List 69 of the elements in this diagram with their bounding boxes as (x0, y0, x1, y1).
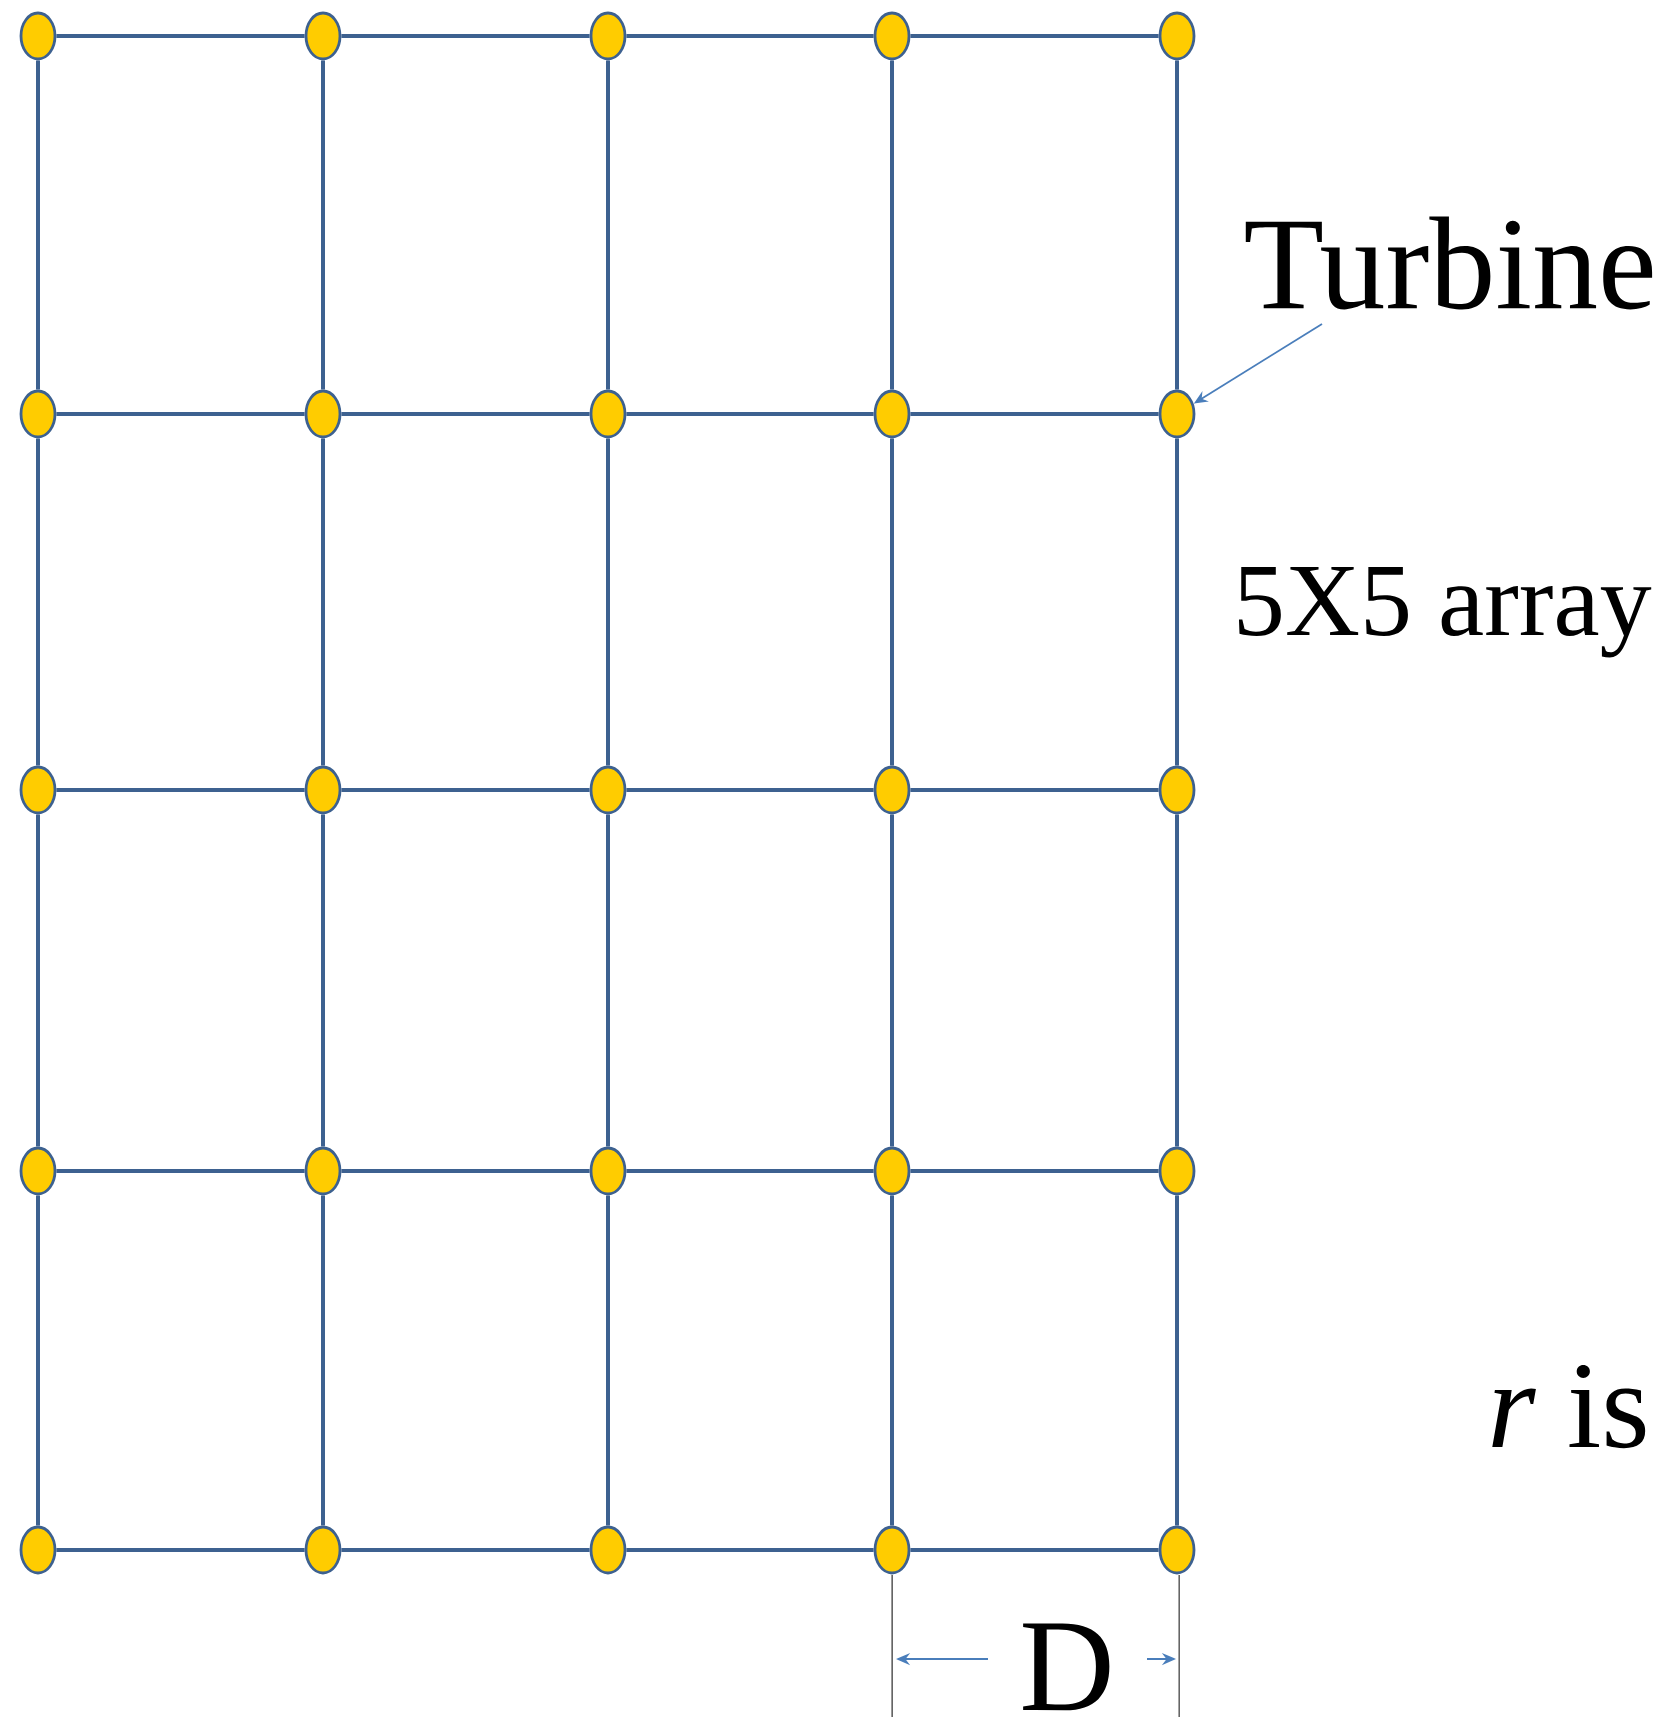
turbine-marker (19, 1146, 57, 1196)
turbine-marker (873, 1525, 911, 1575)
turbine-marker (19, 389, 57, 439)
turbine-marker (1158, 1146, 1196, 1196)
grid-line (626, 788, 874, 792)
grid-line (890, 814, 894, 1147)
grid-line (341, 1169, 590, 1173)
grid-line (890, 1195, 894, 1526)
turbine-marker (304, 1525, 342, 1575)
dimension-label: D (1023, 1623, 1110, 1711)
grid-line (606, 438, 610, 766)
turbine-marker (304, 389, 342, 439)
grid-line (626, 1169, 874, 1173)
turbine-marker (1158, 1525, 1196, 1575)
turbine-marker (304, 1146, 342, 1196)
grid-line (1175, 1195, 1179, 1526)
grid-line (606, 814, 610, 1147)
turbine-marker (19, 11, 57, 61)
grid-line (910, 788, 1159, 792)
grid-line (321, 60, 325, 390)
turbine-marker (1158, 389, 1196, 439)
grid-line (36, 814, 40, 1147)
grid-line (341, 788, 590, 792)
grid-line (56, 34, 305, 38)
grid-line (910, 1548, 1159, 1552)
grid-line (890, 438, 894, 766)
grid-line (626, 1548, 874, 1552)
grid-line (56, 412, 305, 416)
turbine-marker (873, 765, 911, 815)
grid-line (910, 412, 1159, 416)
turbine-marker (873, 389, 911, 439)
grid-line (36, 438, 40, 766)
grid-line (1175, 60, 1179, 390)
grid-line (56, 1548, 305, 1552)
turbine-marker (304, 11, 342, 61)
grid-line (341, 34, 590, 38)
grid-line (606, 1195, 610, 1526)
grid-line (36, 60, 40, 390)
grid-line (321, 814, 325, 1147)
grid-line (56, 1169, 305, 1173)
turbine-marker (19, 765, 57, 815)
turbine-marker (304, 765, 342, 815)
grid-line (626, 34, 874, 38)
grid-line (1175, 814, 1179, 1147)
turbine-label: Turbine (1245, 216, 1653, 310)
grid-line (1175, 438, 1179, 766)
grid-line (910, 34, 1159, 38)
turbine-marker (1158, 11, 1196, 61)
grid-line (626, 412, 874, 416)
array-label: 5X5 array (1238, 566, 1652, 658)
grid-line (321, 1195, 325, 1526)
turbine-marker (19, 1525, 57, 1575)
grid-line (341, 1548, 590, 1552)
grid-line (606, 60, 610, 390)
turbine-marker (873, 11, 911, 61)
grid-line (56, 788, 305, 792)
note-text: r is (1492, 1364, 1646, 1449)
grid-line (36, 1195, 40, 1526)
grid-line (341, 412, 590, 416)
turbine-marker (1158, 765, 1196, 815)
turbine-marker (589, 11, 627, 61)
grid-line (890, 60, 894, 390)
turbine-marker (873, 1146, 911, 1196)
turbine-marker (589, 389, 627, 439)
grid-line (910, 1169, 1159, 1173)
turbine-marker (589, 1525, 627, 1575)
grid-line (321, 438, 325, 766)
turbine-marker (589, 765, 627, 815)
turbine-marker (589, 1146, 627, 1196)
